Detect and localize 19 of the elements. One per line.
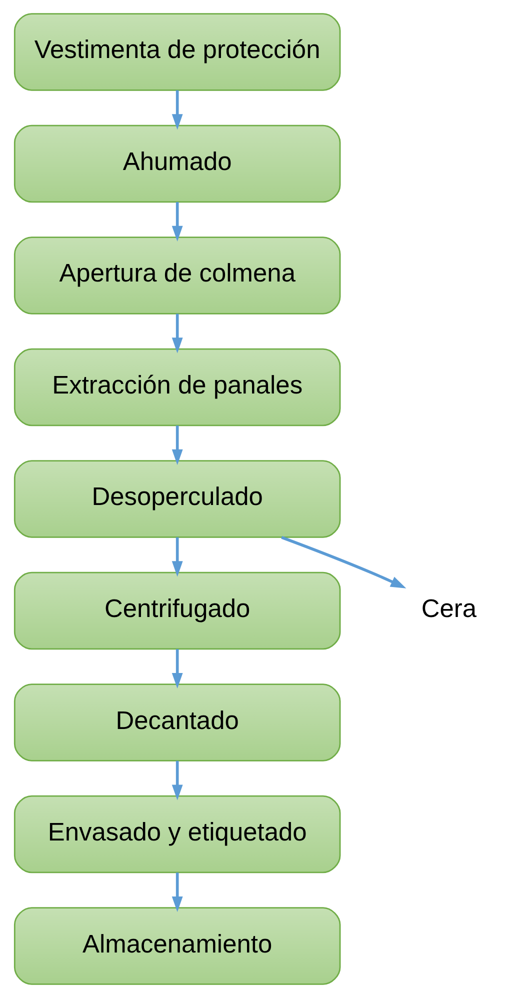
arrow [171,760,182,800]
node-box: Apertura de colmena [13,236,340,314]
arrow [171,649,182,689]
arrow [171,314,182,354]
node-text: Cera [420,594,476,623]
arrow [171,202,182,242]
arrow [171,426,182,466]
arrow [280,536,406,588]
node-box: Decantado [13,684,340,762]
node-box: Centrifugado [13,572,340,650]
node-box: Vestimenta de protección [13,13,340,91]
node-box: Extracción de panales [13,348,340,426]
node-box: Almacenamiento [13,907,340,985]
arrow [171,537,182,577]
node-box: Desoperculado [13,460,340,538]
arrow [171,872,182,912]
node-box: Envasado y etiquetado [13,795,340,874]
node-box: Ahumado [13,124,340,203]
arrow [171,90,182,130]
